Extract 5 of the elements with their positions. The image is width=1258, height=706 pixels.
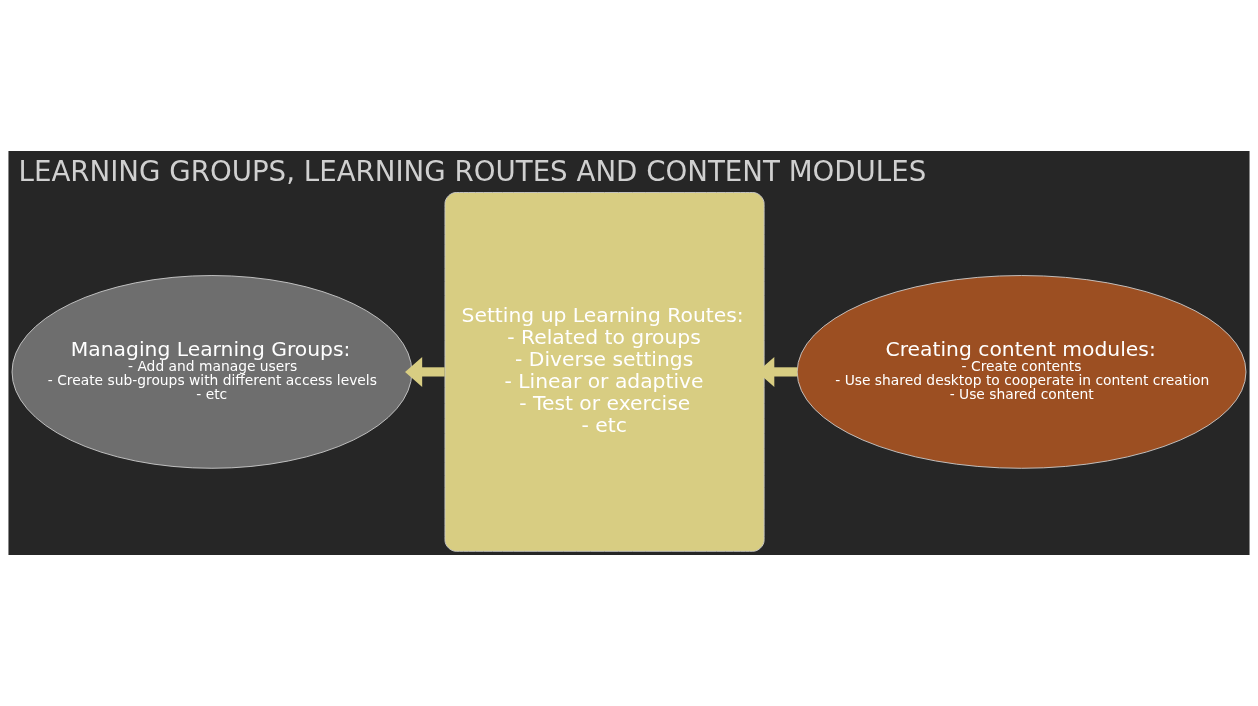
diagram-title: LEARNING GROUPS, LEARNING ROUTES AND CONTENT MODULES: [18, 154, 927, 188]
node-ellipse: Managing Learning Groups: - Add and manage users - Create sub-groups with different access levels - etc: [11, 275, 413, 469]
node-box: Setting up Learning Routes: - Related to groups - Diverse settings - Linear or adaptive - Test or exercise - etc: [444, 192, 765, 552]
node-ellipse: Creating content modules: - Create contents - Use shared desktop to cooperate in content creation - Use shared content: [796, 275, 1247, 469]
arrow: [405, 356, 445, 387]
